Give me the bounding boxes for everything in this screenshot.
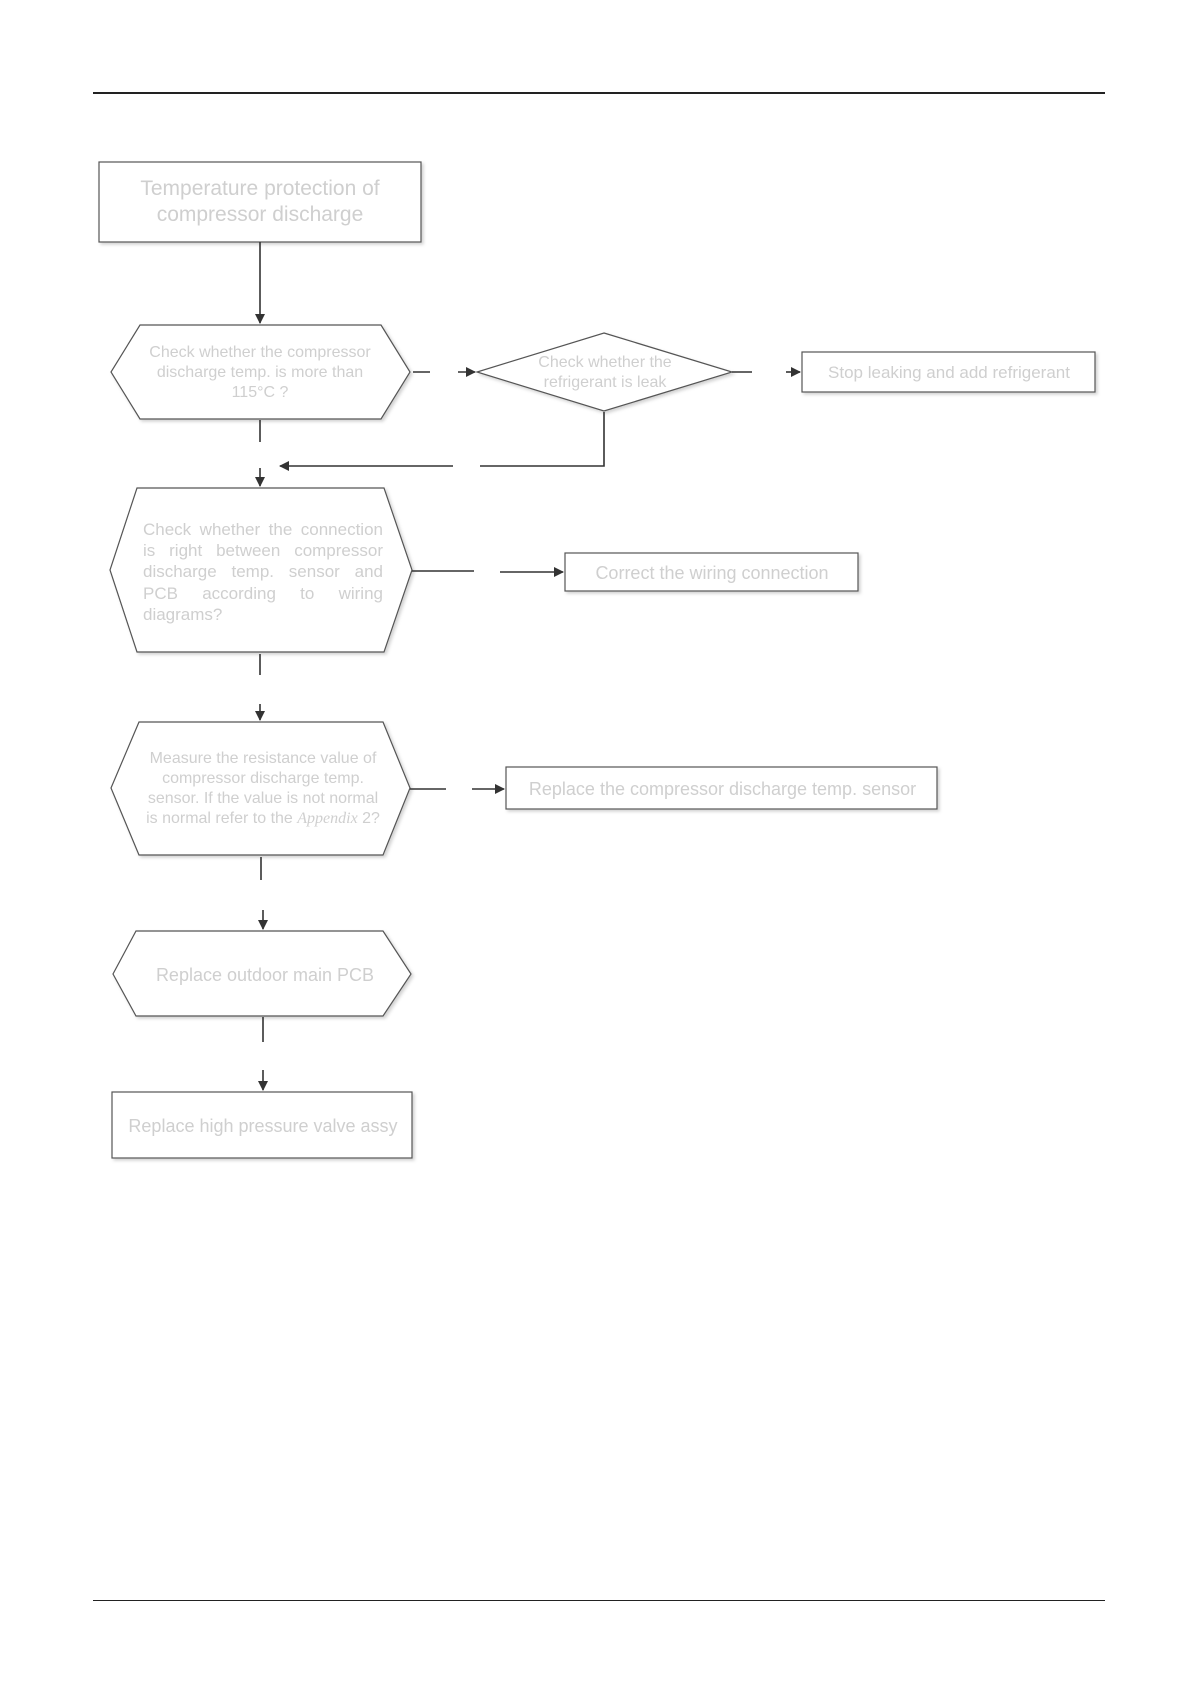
check-connection-hexagon — [109, 487, 413, 653]
check-leak-label: Check whether the refrigerant is leak — [538, 354, 672, 391]
replace-pcb-hexagon — [112, 930, 412, 1017]
correct-wiring-box — [564, 552, 859, 592]
check-temp-label: Check whether the compressor discharge t… — [149, 344, 371, 401]
check-leak-diamond — [474, 332, 735, 412]
connector-leak-no-return — [480, 412, 605, 467]
replace-valve-label: Replace high pressure valve assy — [128, 1115, 398, 1136]
check-connection-label: Check whether the connection is right be… — [143, 519, 383, 624]
replace-sensor-label: Replace the compressor discharge temp. s… — [528, 778, 917, 799]
replace-valve-box — [111, 1091, 413, 1159]
start-label: Temperature protection of compressor dis… — [140, 176, 380, 226]
header-rule — [93, 92, 1105, 94]
check-temp-hexagon — [110, 324, 411, 420]
start-box — [98, 161, 422, 243]
correct-wiring-label: Correct the wiring connection — [595, 562, 829, 583]
stop-leak-label: Stop leaking and add refrigerant — [828, 363, 1070, 383]
measure-resistance-label: Measure the resistance value of compress… — [146, 750, 380, 827]
measure-resistance-hexagon — [110, 721, 411, 856]
replace-pcb-label: Replace outdoor main PCB — [155, 964, 375, 985]
footer-rule — [93, 1600, 1105, 1601]
stop-leak-box — [801, 351, 1096, 393]
replace-sensor-box — [505, 766, 938, 810]
